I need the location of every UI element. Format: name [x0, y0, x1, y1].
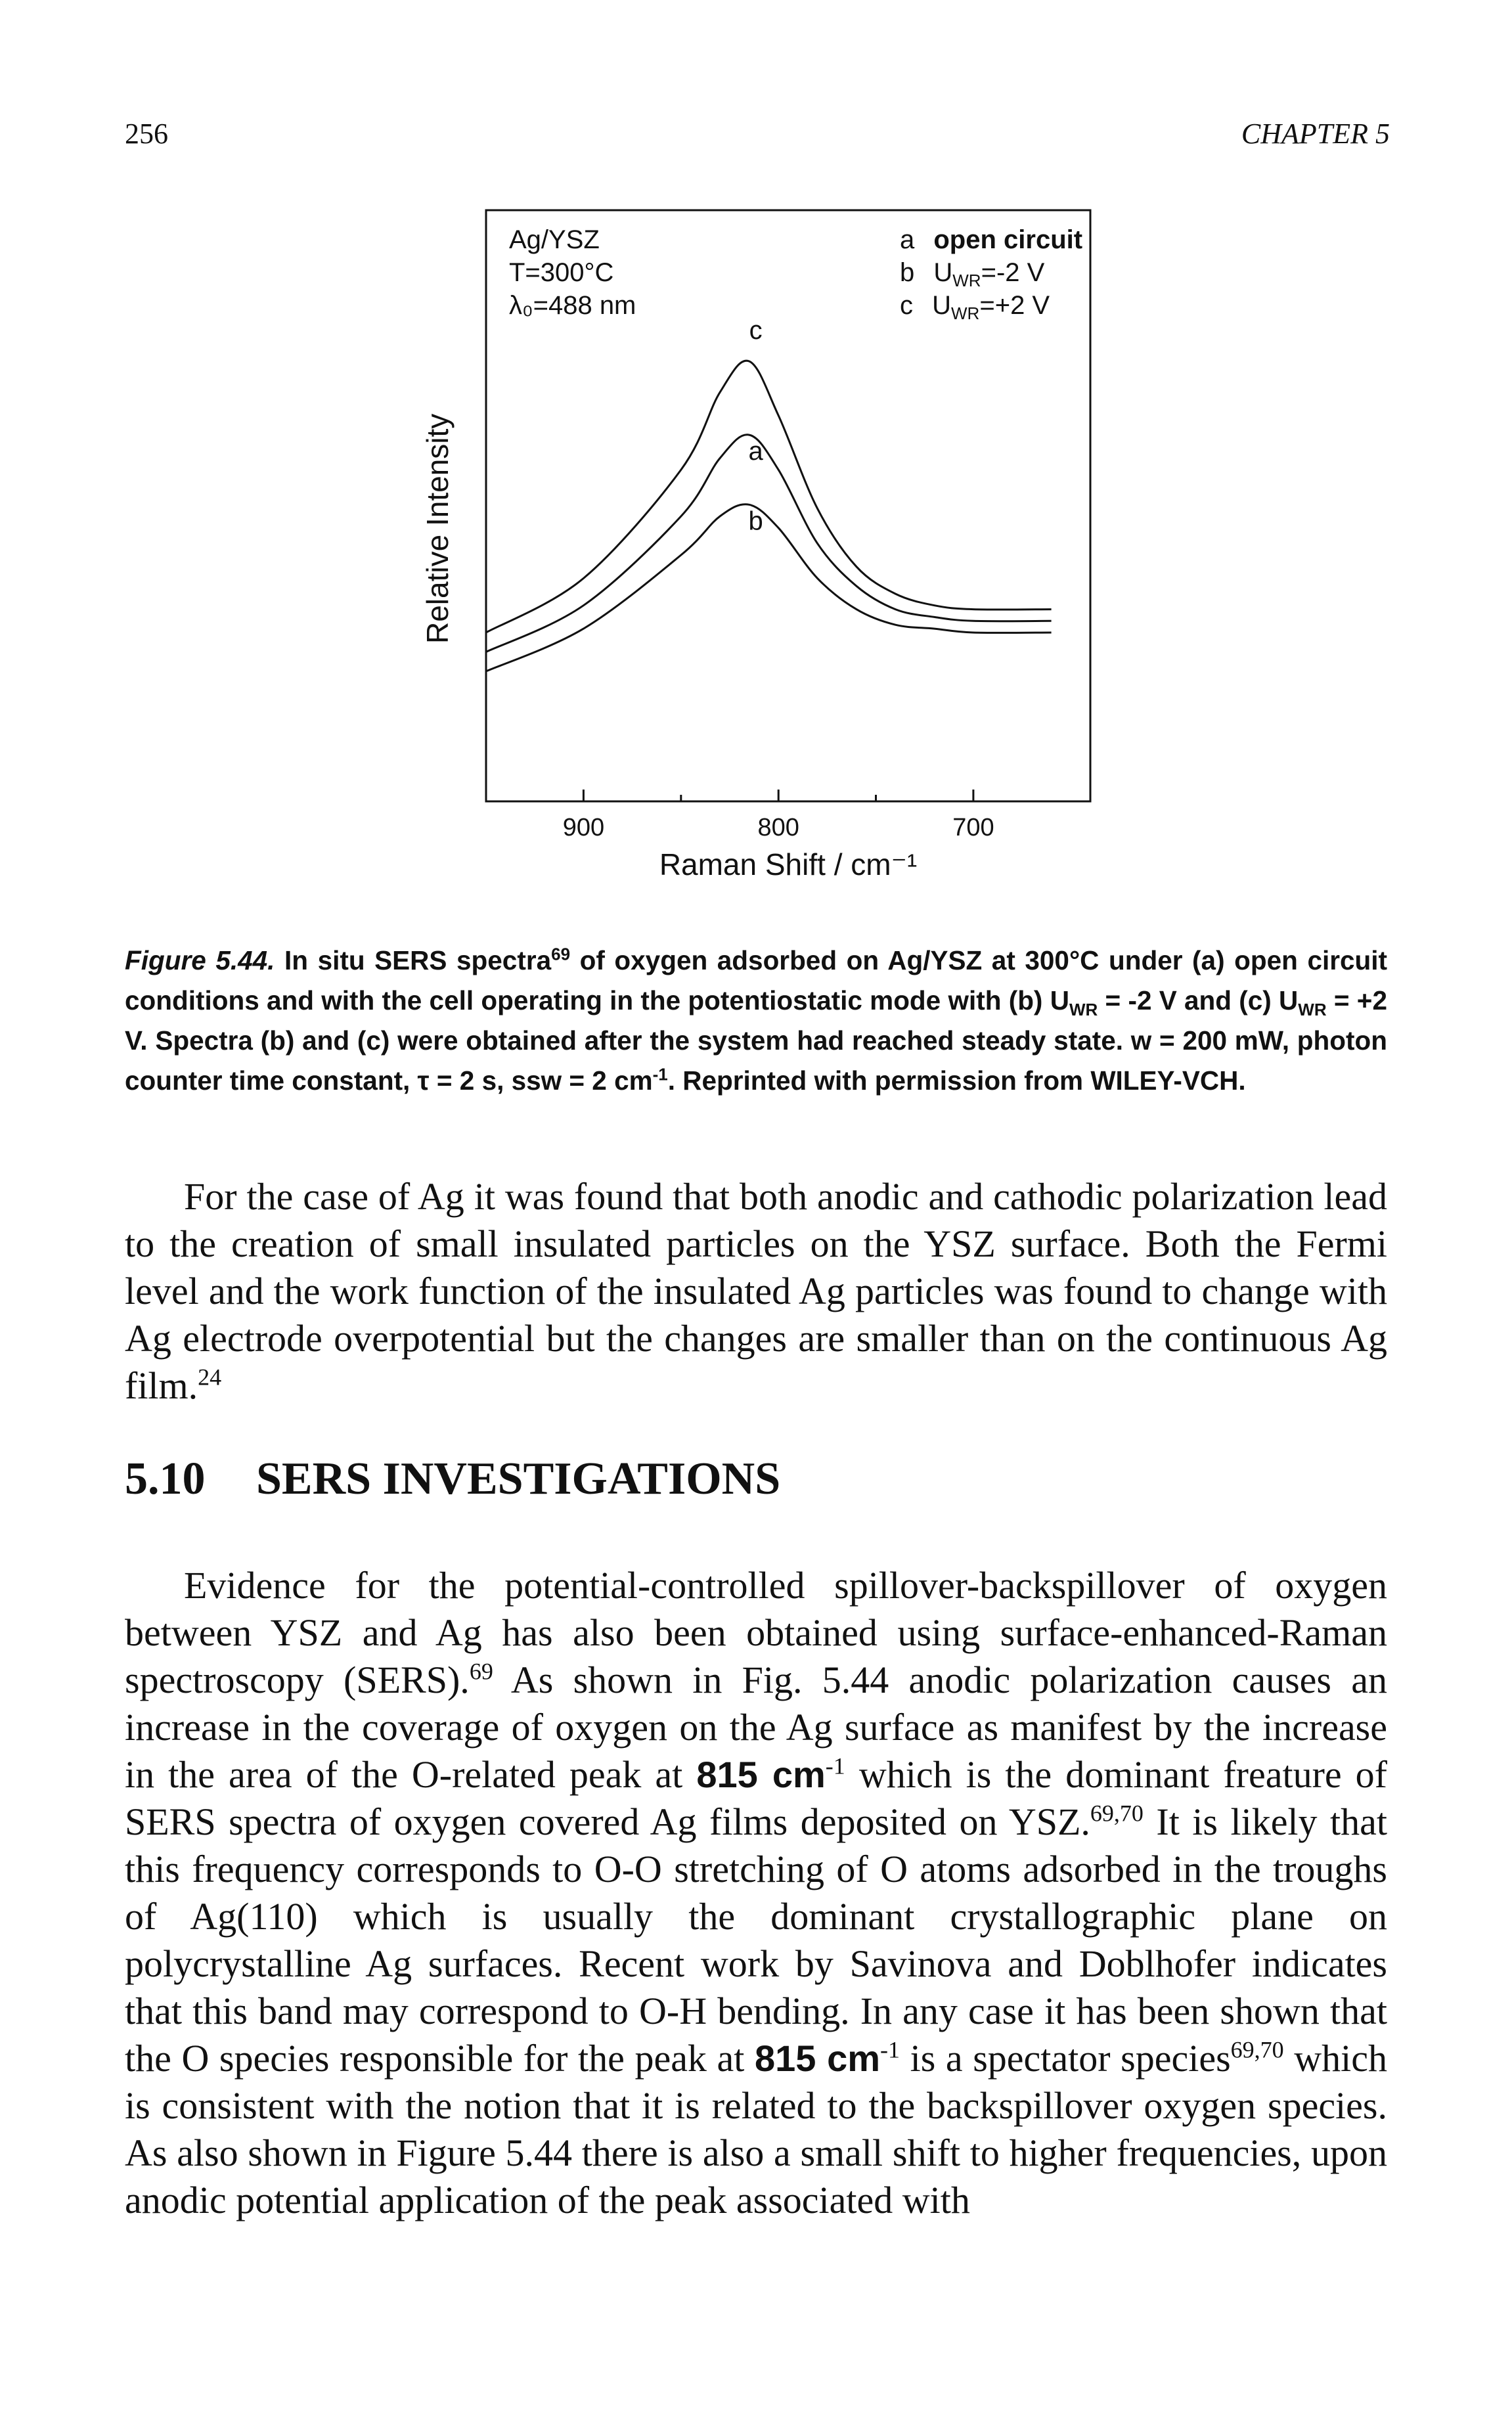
section-title: SERS INVESTIGATIONS — [256, 1454, 781, 1504]
running-header: CHAPTER 5 — [1241, 118, 1390, 150]
caption-text-1: In situ SERS spectra — [275, 945, 552, 975]
para2-text-5: is a spectator species — [900, 2037, 1231, 2080]
section-heading: 5.10 SERS INVESTIGATIONS — [125, 1453, 780, 1505]
para2-text-1: Evidence for the potential-controlled sp… — [125, 1564, 1387, 1701]
y-axis-label: Relative Intensity — [420, 414, 455, 644]
series-line-c — [485, 359, 1052, 634]
curve-label-a: a — [748, 437, 763, 466]
figure-caption: Figure 5.44. In situ SERS spectra69 of o… — [125, 941, 1387, 1101]
para1-text: For the case of Ag it was found that bot… — [125, 1175, 1387, 1407]
caption-label: Figure 5.44. — [125, 945, 275, 975]
plot-frame — [485, 209, 1092, 803]
peak-value-2: 815 cm — [754, 2038, 881, 2079]
para1-ref: 24 — [198, 1364, 222, 1391]
caption-text-4: = +2 V. Spectra (b) and (c) were obtaine… — [125, 985, 1387, 1096]
para2-ref-3: 69,70 — [1230, 2036, 1284, 2063]
x-axis-label: Raman Shift / cm⁻¹ — [659, 847, 917, 881]
peak-value-1: 815 cm — [696, 1754, 826, 1795]
caption-ref: 69 — [551, 944, 571, 964]
paragraph-sers: Evidence for the potential-controlled sp… — [125, 1562, 1387, 2224]
para2-ref-2: 69,70 — [1090, 1800, 1144, 1827]
para2-text-4: It is likely that this frequency corresp… — [125, 1800, 1388, 2080]
curve-label-b: b — [748, 506, 763, 535]
para2-ref-1: 69 — [469, 1658, 493, 1685]
legend-entry-c: c UWR=+2 V — [900, 291, 1050, 323]
x-tick-label-800: 800 — [757, 814, 799, 841]
chart-svg: Ag/YSZ T=300°C λ₀=488 nm a open circuit … — [420, 209, 1092, 881]
x-tick-label-900: 900 — [563, 814, 604, 841]
legend-entry-b: b UWR=-2 V — [900, 258, 1045, 290]
caption-text-2: of oxygen adsorbed on Ag/YSZ at 300°C un… — [125, 945, 1387, 1015]
section-number: 5.10 — [125, 1454, 206, 1504]
curve-label-c: c — [749, 316, 763, 345]
info-line-1: Ag/YSZ — [509, 225, 600, 254]
x-tick-label-700: 700 — [952, 814, 994, 841]
peak-unit-2: -1 — [880, 2036, 901, 2063]
x-axis-ticks: 900 800 700 — [563, 790, 994, 841]
raman-spectra-figure: Ag/YSZ T=300°C λ₀=488 nm a open circuit … — [394, 197, 1130, 939]
caption-sub-b: WR — [1069, 1000, 1098, 1020]
caption-text-3: = -2 V and (c) U — [1098, 985, 1299, 1015]
legend-entry-a: a open circuit — [900, 225, 1082, 254]
para2-text-2: As shown in Fig. 5.44 anodic polarizatio… — [125, 1659, 1387, 1796]
page-number: 256 — [125, 118, 168, 150]
info-line-2: T=300°C — [509, 258, 613, 287]
para2-text-3: which is the dominant freature of SERS s… — [125, 1753, 1387, 1843]
spectra-curves: c a b — [485, 316, 1052, 673]
series-line-b — [485, 503, 1052, 673]
info-line-3: λ₀=488 nm — [509, 291, 636, 320]
peak-unit-1: -1 — [825, 1752, 845, 1779]
caption-text-5: . Reprinted with permission from WILEY-V… — [667, 1065, 1246, 1096]
legend: a open circuit b UWR=-2 V c UWR=+2 V — [900, 225, 1082, 323]
series-line-a — [485, 434, 1052, 653]
paragraph-ag-polarization: For the case of Ag it was found that bot… — [125, 1173, 1387, 1410]
para2-text-6: which is consistent with the notion that… — [125, 2037, 1387, 2221]
caption-sub-c: WR — [1298, 1000, 1327, 1020]
caption-unit-sup: -1 — [652, 1064, 668, 1084]
